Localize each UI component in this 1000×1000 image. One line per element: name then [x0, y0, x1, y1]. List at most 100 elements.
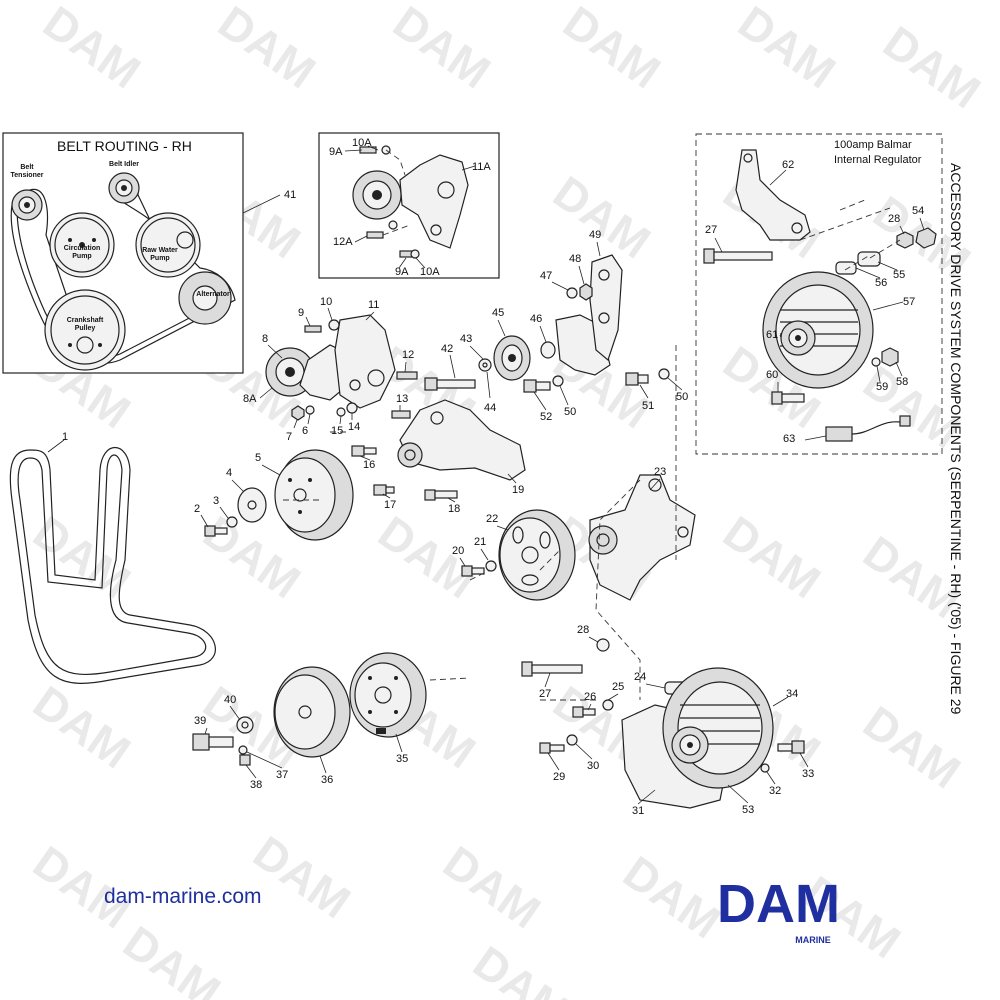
bolt-51	[625, 372, 639, 386]
callout-27-balmar: 27	[705, 224, 717, 236]
bolt-12a	[366, 231, 384, 239]
bolt-33-head	[791, 740, 805, 754]
idler-assembly	[424, 254, 670, 393]
raw-water-pump-23	[589, 474, 696, 601]
bolt-26	[572, 706, 584, 718]
callout-50: 50	[564, 406, 576, 418]
balmar-line1: 100amp Balmar	[834, 139, 912, 151]
tensioner-bracket-11	[334, 314, 396, 409]
callout-10a: 10A	[352, 137, 372, 149]
callout-10: 10	[320, 296, 332, 308]
sleeve-56	[835, 261, 857, 275]
bracket-62	[735, 149, 811, 241]
callout-15: 15	[331, 425, 343, 437]
callout-5: 5	[255, 452, 261, 464]
bolt-20	[461, 565, 473, 577]
belt-tensioner-label-2: Tensioner	[11, 172, 44, 179]
washer-30	[566, 734, 578, 746]
bolt-52-head	[523, 379, 537, 393]
watermark: DAM	[874, 16, 990, 119]
callout-7: 7	[286, 431, 292, 443]
callout-12a: 12A	[333, 236, 353, 248]
callout-38: 38	[250, 779, 262, 791]
callout-11: 11	[368, 299, 379, 311]
callout-12: 12	[402, 349, 414, 361]
callout-2: 2	[194, 503, 200, 515]
belt-routing-panel: BELT ROUTING - RH Belt Tensioner Belt Id…	[2, 132, 244, 374]
bolt-27-balmar	[703, 248, 715, 264]
alignment-lines	[283, 199, 871, 701]
callout-60: 60	[766, 369, 778, 381]
balmar-frame	[695, 133, 943, 455]
website-link[interactable]: dam-marine.com	[104, 885, 262, 908]
watermark: DAM	[614, 846, 730, 949]
washer-25	[602, 699, 614, 711]
bolt-60	[771, 391, 783, 405]
belt-tensioner-label: Belt	[20, 164, 34, 171]
bolt-39	[208, 736, 234, 748]
callout-30: 30	[587, 760, 599, 772]
watermark: DAM	[554, 0, 670, 98]
callout-42: 42	[441, 343, 453, 355]
callout-49: 49	[589, 229, 601, 241]
callout-36: 36	[321, 774, 333, 786]
callout-41: 41	[284, 189, 296, 201]
idler-bracket-11a	[399, 154, 469, 249]
callout-25: 25	[612, 681, 624, 693]
callout-11a: 11A	[472, 161, 491, 173]
bolt-2	[204, 525, 216, 537]
bolt-42-head	[424, 377, 438, 391]
washer-47	[566, 287, 578, 299]
callout-35: 35	[396, 753, 408, 765]
washer-21	[485, 560, 497, 572]
callout-47: 47	[540, 270, 552, 282]
bolt-17	[373, 484, 387, 496]
watermark: DAM	[34, 0, 150, 98]
callout-61: 61	[766, 329, 778, 341]
bolt-33	[777, 743, 793, 752]
callout-26: 26	[584, 691, 596, 703]
tensioner-assembly	[265, 314, 418, 421]
circulation-pump-label-2: Pump	[72, 253, 91, 260]
callout-37: 37	[276, 769, 288, 781]
bolt-12	[396, 371, 418, 380]
callout-8a: 8A	[243, 393, 257, 405]
callout-44: 44	[484, 402, 496, 414]
callout-16: 16	[363, 459, 375, 471]
washer-15	[336, 407, 346, 417]
callout-10a-lower: 10A	[420, 266, 440, 278]
washer-50b	[658, 368, 670, 380]
hub-4	[237, 487, 267, 523]
callout-32: 32	[769, 785, 781, 797]
washer-10	[328, 319, 340, 331]
watermark: DAM	[369, 506, 485, 609]
bolt-42	[436, 379, 476, 389]
raw-water-pump-label: Raw Water	[142, 247, 178, 254]
callout-52: 52	[540, 411, 552, 423]
watermark: DAM	[384, 0, 500, 98]
nut-58	[881, 347, 899, 367]
crankshaft-pulley-label-2: Pulley	[75, 325, 96, 332]
washer-14	[346, 402, 358, 414]
bolt-27-head	[521, 661, 533, 677]
washer-28-balmar	[896, 231, 914, 249]
belt-idler-label: Belt Idler	[109, 161, 139, 168]
spacer-43	[478, 358, 492, 372]
washer-28	[596, 638, 610, 652]
raw-water-pump-pulley	[135, 212, 201, 278]
logo-subtext: MARINE	[795, 935, 831, 945]
bolt-13	[391, 410, 411, 419]
leader-lines	[200, 145, 925, 805]
callout-29: 29	[553, 771, 565, 783]
callout-13: 13	[396, 393, 408, 405]
callout-51: 51	[642, 400, 654, 412]
figure-title: ACCESSORY DRIVE SYSTEM COMPONENTS (SERPE…	[948, 163, 964, 715]
callout-45: 45	[492, 307, 504, 319]
washer-40	[236, 716, 254, 734]
damper-mark	[376, 728, 386, 734]
bolt-38	[239, 754, 251, 766]
raw-water-pump-label-2: Pump	[150, 255, 169, 262]
balmar-alternator-option: 100amp Balmar Internal Regulator	[695, 133, 943, 455]
balmar-line2: Internal Regulator	[834, 154, 922, 166]
washer-59	[871, 357, 881, 367]
